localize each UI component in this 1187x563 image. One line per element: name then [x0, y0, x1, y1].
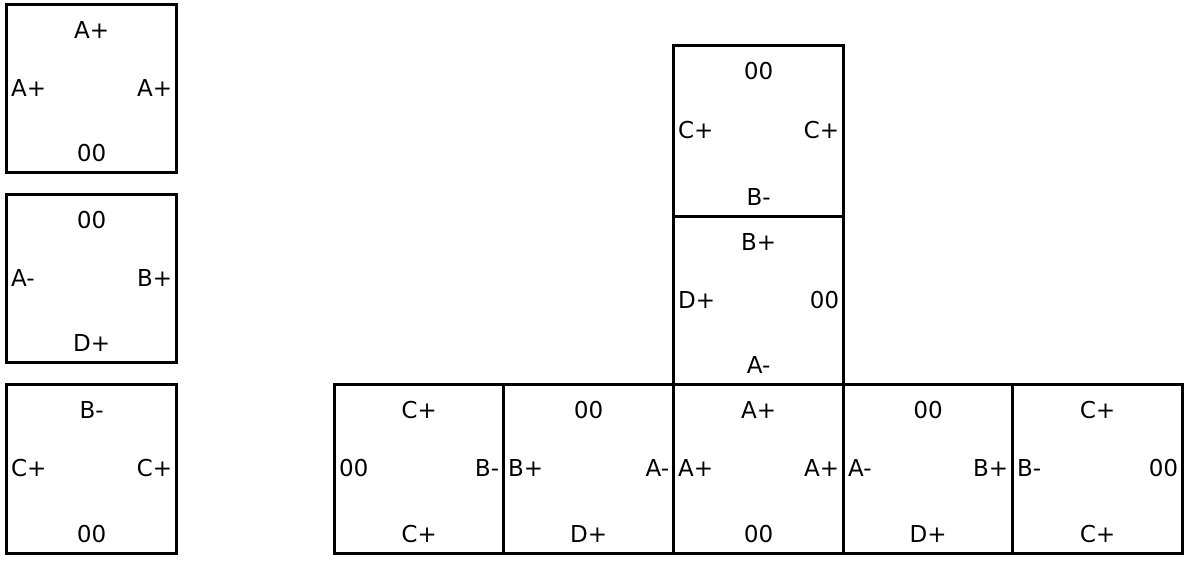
tile-bottom-label: D+	[73, 331, 110, 357]
row-tile-2: 00 B+ A- D+	[502, 383, 675, 555]
tile-top-label: 00	[913, 398, 943, 424]
tile-right-label: 00	[809, 287, 839, 314]
tile-top-label: C+	[401, 398, 437, 424]
tile-bottom-label: 00	[743, 522, 774, 548]
legend-tile-3: B- C+ C+ 00	[5, 383, 178, 555]
tile-bottom-label: B-	[746, 185, 771, 211]
tile-bottom-label: C+	[401, 522, 437, 548]
tile-top-label: A+	[740, 398, 776, 424]
tile-top-label: B-	[79, 398, 104, 424]
tile-left-label: B-	[1017, 456, 1042, 482]
tile-right-label: C+	[803, 118, 839, 144]
tile-right-label: A+	[803, 456, 839, 482]
tile-top-label: B+	[740, 230, 777, 256]
legend-tile-2: 00 A- B+ D+	[5, 193, 178, 364]
tile-top-label: C+	[1079, 398, 1116, 424]
tile-left-label: C+	[678, 118, 714, 144]
stack-tile-middle: B+ D+ 00 A-	[672, 215, 845, 386]
tile-left-label: A+	[11, 75, 47, 102]
tile-right-label: A+	[136, 75, 172, 102]
tile-top-label: 00	[743, 59, 774, 85]
tile-right-label: B+	[136, 265, 172, 292]
tile-bottom-label: 00	[76, 522, 107, 548]
row-tile-1: C+ 00 B- C+	[333, 383, 505, 555]
tile-top-label: 00	[76, 208, 107, 234]
row-tile-5: C+ B- 00 C+	[1011, 383, 1184, 555]
tile-bottom-label: C+	[1079, 522, 1116, 548]
tile-right-label: B-	[474, 456, 499, 482]
tile-bottom-label: A-	[746, 353, 771, 379]
tile-bottom-label: D+	[909, 522, 947, 548]
row-tile-4: 00 A- B+ D+	[842, 383, 1014, 555]
stack-tile-top: 00 C+ C+ B-	[672, 44, 845, 218]
tile-top-label: A+	[73, 18, 109, 44]
tile-left-label: A+	[678, 456, 714, 482]
tile-left-label: B+	[508, 456, 544, 482]
tile-left-label: D+	[678, 287, 715, 314]
tile-right-label: A-	[645, 456, 669, 482]
tile-bottom-label: 00	[76, 141, 107, 167]
tile-left-label: A-	[11, 265, 35, 292]
tile-left-label: 00	[339, 456, 369, 482]
tile-right-label: 00	[1148, 456, 1178, 482]
tile-left-label: C+	[11, 456, 47, 482]
legend-tile-1: A+ A+ A+ 00	[5, 3, 178, 174]
tile-top-label: 00	[573, 398, 604, 424]
row-tile-3: A+ A+ A+ 00	[672, 383, 845, 555]
tile-right-label: B+	[972, 456, 1008, 482]
tile-right-label: C+	[136, 456, 172, 482]
tile-left-label: A-	[848, 456, 872, 482]
tile-bottom-label: D+	[570, 522, 607, 548]
